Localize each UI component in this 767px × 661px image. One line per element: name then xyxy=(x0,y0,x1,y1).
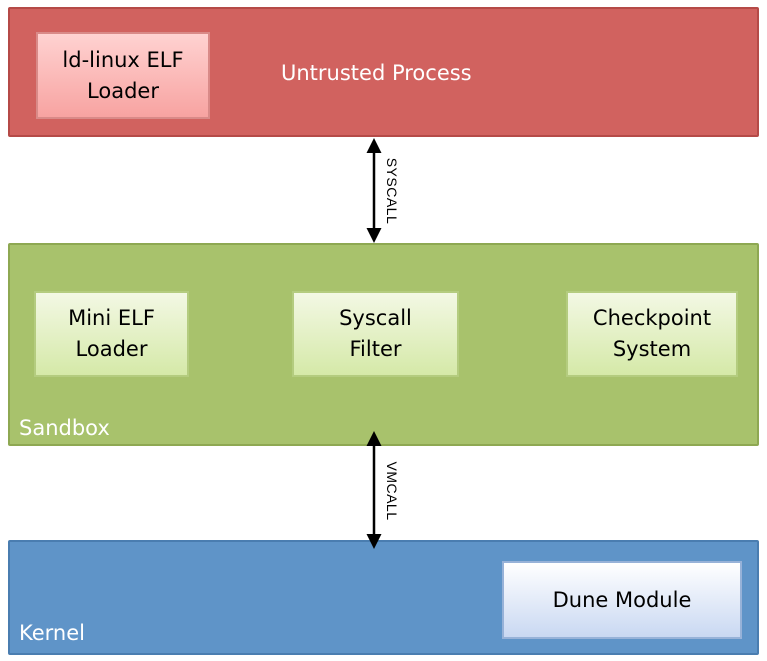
kernel-layer: Dune Module Kernel xyxy=(8,540,759,655)
ld-linux-elf-loader-box: ld-linux ELF Loader xyxy=(36,32,210,119)
dune-module-box: Dune Module xyxy=(502,561,742,639)
vmcall-label: VMCALL xyxy=(384,461,400,521)
syscall-filter-box: Syscall Filter xyxy=(292,291,459,377)
untrusted-process-title: Untrusted Process xyxy=(281,61,472,85)
syscall-label: SYSCALL xyxy=(384,157,400,225)
kernel-title: Kernel xyxy=(19,621,85,645)
sandbox-title: Sandbox xyxy=(19,416,110,440)
sandbox-layer: Mini ELF Loader Syscall Filter Checkpoin… xyxy=(8,243,759,446)
untrusted-process-layer: ld-linux ELF Loader Untrusted Process xyxy=(8,7,759,137)
checkpoint-system-box: Checkpoint System xyxy=(566,291,738,377)
mini-elf-loader-box: Mini ELF Loader xyxy=(34,291,189,377)
